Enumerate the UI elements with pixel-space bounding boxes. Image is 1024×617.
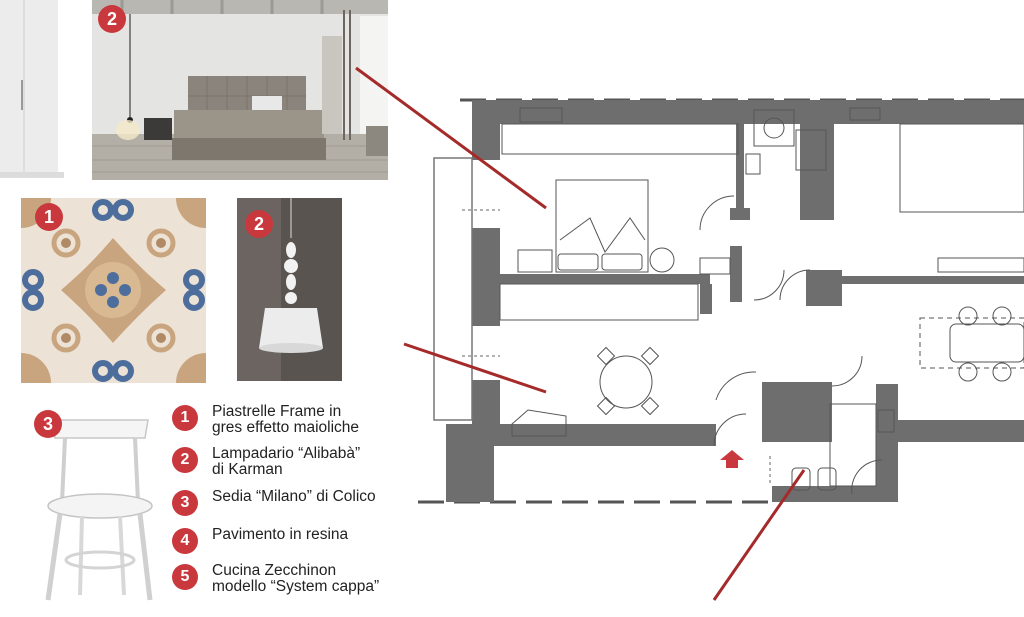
legend-item-2: 2 Lampadario “Alibabà” di Karman (172, 446, 360, 478)
legend-number: 2 (172, 447, 198, 473)
lamp-photo-badge: 2 (245, 210, 273, 238)
legend-number: 5 (172, 564, 198, 590)
legend-number: 4 (172, 528, 198, 554)
legend-text: Pavimento in resina (212, 526, 349, 543)
legend-item-5: 5 Cucina Zecchinon modello “System cappa… (172, 563, 379, 595)
legend-text: Lampadario “Alibabà” di Karman (212, 445, 361, 478)
legend-number: 1 (172, 405, 198, 431)
window-strip (433, 157, 473, 421)
legend-number: 3 (172, 490, 198, 516)
legend-item-1: 1 Piastrelle Frame in gres effetto maiol… (172, 404, 359, 436)
legend-text: Sedia “Milano” di Colico (212, 488, 376, 505)
legend-item-3: 3 Sedia “Milano” di Colico (172, 489, 376, 516)
legend-item-4: 4 Pavimento in resina (172, 527, 348, 554)
walls (446, 100, 1024, 502)
tile-swatch-badge: 1 (35, 203, 63, 231)
bedroom-photo-badge: 2 (98, 5, 126, 33)
chair-photo-badge: 3 (34, 410, 62, 438)
legend-text: Cucina Zecchinon modello “System cappa” (212, 562, 380, 595)
bedroom-photo (92, 0, 388, 180)
wardrobe-photo (0, 0, 70, 180)
leader-lines (355, 66, 806, 601)
legend-text: Piastrelle Frame in gres effetto maiolic… (212, 403, 360, 436)
chair-photo (30, 410, 160, 605)
entrance-arrow-icon (720, 450, 744, 468)
